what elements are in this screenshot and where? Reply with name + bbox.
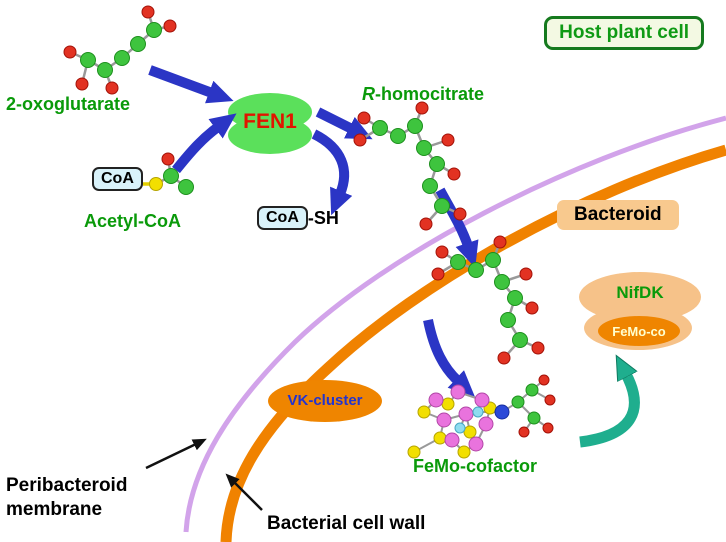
homocitrate-suffix: -homocitrate [375,84,485,104]
arrow-to-peribacteroid-membrane [145,438,207,470]
acetyl-group-molecule [143,152,194,195]
peribacteroid-membrane-line [183,115,726,533]
arrow-fen1-to-homocitrate [315,107,373,140]
oxoglutarate-molecule [63,5,177,95]
r-homocitrate-label: R-homocitrate [362,84,484,105]
peribacteroid-membrane-label: Peribacteroid membrane [6,474,127,522]
oxoglutarate-label: 2-oxoglutarate [6,94,131,114]
homocitrate-molecule-bacteroid [430,234,546,366]
femo-cofactor-label: FeMo-cofactor [413,456,538,476]
femo-co-ellipse [598,316,680,346]
vk-cluster-label: VK-cluster [287,392,363,409]
arrow-homocitrate-to-femocofactor [423,318,475,397]
coa-sh-box: CoA [257,206,308,230]
sh-suffix: -SH [307,207,339,228]
bacteroid-badge: Bacteroid [557,200,679,230]
r-prefix: R [362,84,375,104]
femo-co-label: FeMo-co [612,324,666,339]
nifdk-protein-shape [579,272,701,350]
host-plant-cell-badge: Host plant cell [544,16,704,50]
femo-cofactor-molecule [407,374,556,459]
coa-box: CoA [92,167,143,191]
coa-sh-label: CoA-SH [257,206,339,230]
peribacteroid-line1: Peribacteroid [6,475,128,496]
bacterial-cell-wall-line [220,144,726,542]
vk-cluster-shape [268,380,382,422]
bacterial-cell-wall-label: Bacterial cell wall [267,513,426,534]
fen1-label: FEN1 [243,110,297,133]
fen1-enzyme-shape [228,93,312,154]
arrow-fen1-to-coash [311,129,353,216]
acetyl-coa-label: Acetyl-CoA [84,211,182,231]
peribacteroid-line2: membrane [6,498,103,520]
arrow-homocitrate-into-bacteroid [435,187,479,268]
arrow-oxoglutarate-to-fen1 [148,65,234,104]
arrow-to-bacterial-cell-wall [225,473,263,511]
arrow-femocofactor-to-nifdk [579,374,640,448]
arrow-acetylcoa-to-fen1 [172,113,237,174]
nifdk-label: NifDK [616,283,664,302]
